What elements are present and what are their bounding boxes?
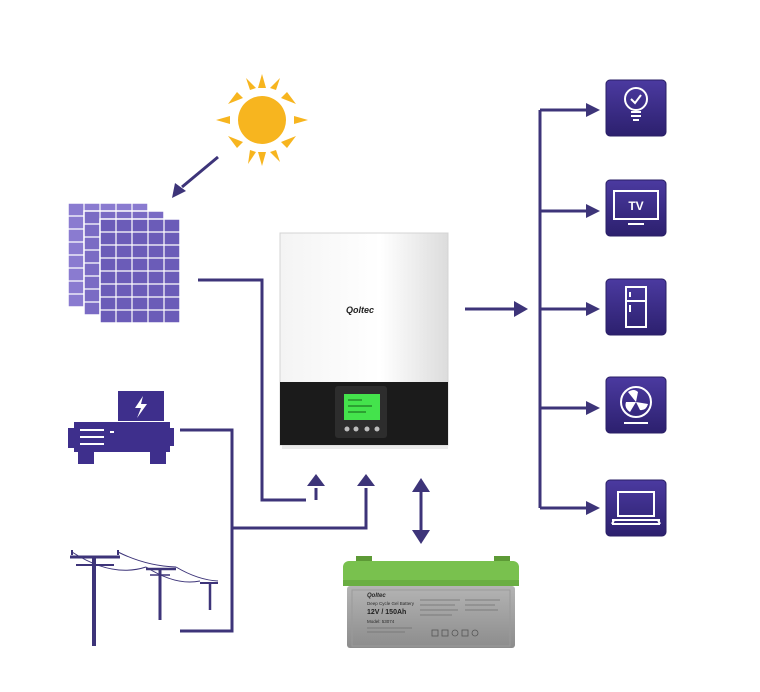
inverter-device: Qoltec: [279, 232, 449, 449]
appliance-tile-fan: [605, 376, 667, 434]
appliance-tile-tv: TV: [605, 179, 667, 237]
input-connection-lines: [180, 278, 368, 633]
battery-model-label: Model: 53074: [367, 619, 395, 624]
fridge-icon: [625, 286, 647, 328]
tv-icon: TV: [613, 190, 659, 225]
battery-bidirectional-arrow: [412, 478, 430, 544]
sun-icon: [216, 74, 308, 166]
output-arrow: [465, 301, 528, 317]
output-bus-lines: [538, 108, 588, 510]
battery-spec-label: 12V / 150Ah: [367, 609, 406, 616]
solar-panels-icon: [67, 202, 181, 324]
inverter-brand-label: Qoltec: [346, 305, 374, 315]
generator-icon: [68, 391, 174, 464]
appliance-tile-bulb: [605, 79, 667, 137]
battery-brand-label: Qoltec: [367, 593, 386, 599]
lcd-screen: [344, 394, 380, 420]
tv-label: TV: [628, 199, 643, 213]
battery-device: Qoltec Deep Cycle Gel Battery 12V / 150A…: [343, 556, 519, 648]
arrow-up-icon: [307, 474, 325, 486]
appliance-tile-laptop: [605, 479, 667, 537]
output-arrowheads: [586, 103, 600, 515]
appliance-tile-fridge: [605, 278, 667, 336]
battery-title-label: Deep Cycle Gel Battery: [367, 601, 415, 606]
power-grid-icon: [70, 550, 219, 646]
fan-icon: [620, 386, 652, 424]
light-bulb-icon: [624, 87, 648, 121]
sun-to-panel-arrow: [172, 155, 219, 198]
laptop-icon: [611, 491, 661, 525]
arrow-up-icon: [357, 474, 375, 486]
